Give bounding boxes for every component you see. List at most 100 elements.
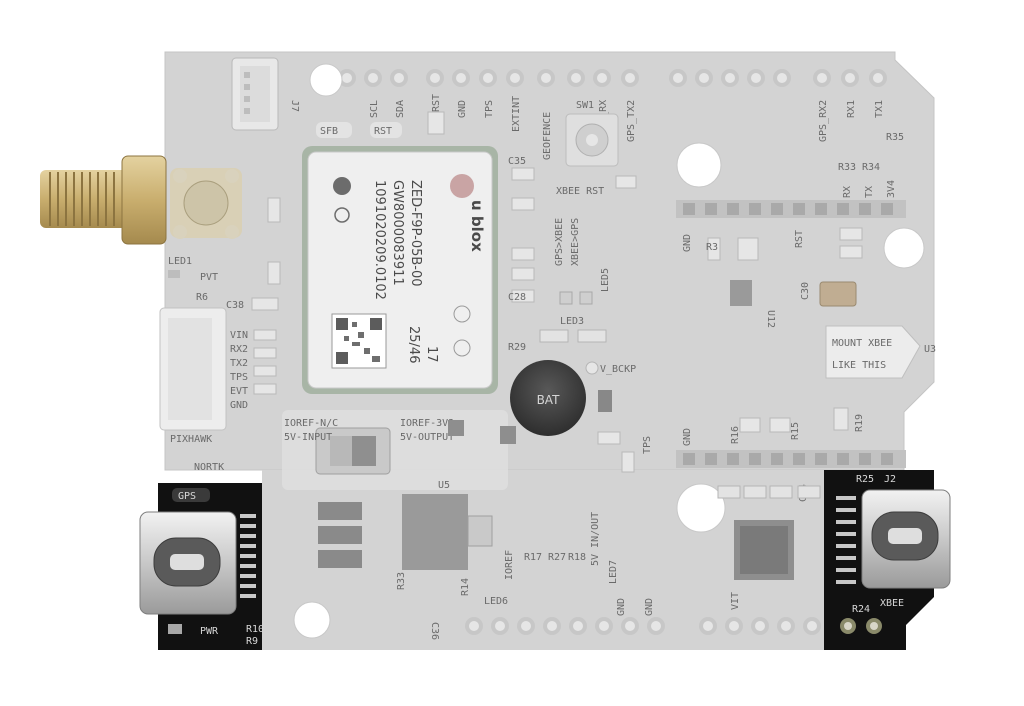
bottom-silkscreen: IOREF LED6 R17 R27 R18 5V IN/OUT LED7 GN… xyxy=(396,512,741,640)
label-c35: C35 xyxy=(508,156,526,167)
label-sfb: SFB xyxy=(320,126,338,137)
usb-c-gps-port: GPS PWR R10 R9 xyxy=(139,488,264,647)
c30-cap xyxy=(819,281,857,307)
label-gnd-top: GND xyxy=(682,234,693,252)
label-r34: R34 xyxy=(862,162,880,173)
switch-labels: IOREF-N/C 5V-INPUT IOREF-3V3 5V-OUTPUT xyxy=(284,418,454,443)
label-5v-inout: 5V IN/OUT xyxy=(590,512,601,566)
label-j2: J2 xyxy=(884,474,896,485)
label-r33: R33 xyxy=(838,162,856,173)
label-c38: C38 xyxy=(226,300,244,311)
label-r17: R17 xyxy=(524,552,542,563)
label-mount-xbee: MOUNT XBEE xyxy=(832,338,892,349)
right-passives xyxy=(717,485,821,499)
label-bat: BAT xyxy=(537,393,561,407)
label-c28: C28 xyxy=(508,292,526,303)
label-5v-input: 5V-INPUT xyxy=(284,432,332,443)
label-pwr: PWR xyxy=(200,626,219,637)
label-led5: LED5 xyxy=(600,268,611,292)
label-geofence: GEOFENCE xyxy=(542,112,553,160)
label-tx: TX xyxy=(864,186,875,198)
sw1-button: SW1 XBEE RST xyxy=(556,100,619,197)
label-led1: LED1 xyxy=(168,256,192,267)
pin1-dot xyxy=(333,177,351,195)
label-nortk: NORTK xyxy=(194,462,224,473)
label-r9: R9 xyxy=(246,636,258,647)
ublox-code: GW8000083911 xyxy=(390,180,405,286)
mount-hole-tr xyxy=(676,142,722,188)
sma-connector xyxy=(40,155,242,245)
label-xbee-usb: XBEE xyxy=(880,598,904,609)
label-r27: R27 xyxy=(548,552,566,563)
label-gnd-b1: GND xyxy=(616,598,627,616)
label-r15: R15 xyxy=(790,422,801,440)
label-r14: R14 xyxy=(460,578,471,596)
label-like-this: LIKE THIS xyxy=(832,360,886,371)
label-u12: U12 xyxy=(765,310,776,328)
ublox-lot: 1091020209.0102 xyxy=(372,180,387,300)
label-scl: SCL xyxy=(369,100,380,118)
label-gps-xbee: GPS>XBEE xyxy=(554,218,565,266)
label-3v4: 3V4 xyxy=(886,180,897,198)
label-rst: RST xyxy=(431,94,442,112)
label-c30: C30 xyxy=(800,282,811,300)
label-r33-bottom: R33 xyxy=(396,572,407,590)
label-r10: R10 xyxy=(246,624,264,635)
label-rst-mini: RST xyxy=(374,126,392,137)
label-evt: EVT xyxy=(230,386,248,397)
label-rx2: RX2 xyxy=(230,344,248,355)
label-gnd: GND xyxy=(457,100,468,118)
label-r18: R18 xyxy=(568,552,586,563)
label-rx1: RX1 xyxy=(846,100,857,118)
label-pixhawk: PIXHAWK xyxy=(170,434,212,445)
label-r35: R35 xyxy=(886,132,904,143)
u12-chip xyxy=(730,280,752,306)
ublox-date-a: 17 xyxy=(424,346,439,363)
label-u3: U3 xyxy=(924,344,936,355)
j7-connector: J7 xyxy=(231,57,300,131)
label-u5: U5 xyxy=(438,480,450,491)
passive-components xyxy=(251,111,863,473)
label-r19: R19 xyxy=(854,414,865,432)
label-tps-center: TPS xyxy=(642,436,653,454)
label-gnd-b2: GND xyxy=(644,598,655,616)
label-gnd-mid: GND xyxy=(682,428,693,446)
pixhawk-connector xyxy=(159,307,227,431)
label-ioref-bottom: IOREF xyxy=(504,550,515,580)
mount-hole-bl xyxy=(293,601,331,639)
label-tps: TPS xyxy=(484,100,495,118)
mount-hole-br xyxy=(676,483,726,533)
ublox-module: u blox ZED-F9P-05B-00 GW8000083911 10910… xyxy=(302,146,498,394)
ublox-model: ZED-F9P-05B-00 xyxy=(408,180,423,287)
label-gps-tx2: GPS_TX2 xyxy=(626,100,637,142)
label-r24: R24 xyxy=(852,604,870,615)
label-gps-usb: GPS xyxy=(178,491,196,502)
label-r3: R3 xyxy=(706,242,718,253)
label-xbee-gps: XBEE>GPS xyxy=(570,218,581,266)
label-pvt: PVT xyxy=(200,272,218,283)
mount-xbee-box xyxy=(825,325,921,379)
label-ioref-3v3: IOREF-3V3 xyxy=(400,418,454,429)
label-j7: J7 xyxy=(289,100,300,112)
label-r16: R16 xyxy=(730,426,741,444)
label-rst-right: RST xyxy=(794,230,805,248)
label-extint: EXTINT xyxy=(511,96,522,132)
xbee-header-top xyxy=(676,200,906,218)
mount-hole-right xyxy=(883,227,925,269)
label-gnd-left: GND xyxy=(230,400,248,411)
label-r29: R29 xyxy=(508,342,526,353)
label-vit: VIT xyxy=(730,592,741,610)
left-silkscreen: LED1 PVT R6 C38 VIN RX2 TX2 TPS EVT GND … xyxy=(168,256,248,473)
label-c36: C36 xyxy=(429,622,440,640)
label-led3: LED3 xyxy=(560,316,584,327)
bottom-header-pins xyxy=(465,617,882,635)
xbee-header-bottom xyxy=(676,450,906,468)
ublox-brand: u blox xyxy=(468,200,486,252)
label-v-bckp: V_BCKP xyxy=(600,364,636,375)
ublox-date-b: 25/46 xyxy=(406,326,421,363)
mount-hole-tl xyxy=(309,63,343,97)
label-led6: LED6 xyxy=(484,596,508,607)
usb-c-xbee-port: J2 R25 XBEE R24 xyxy=(836,474,951,615)
